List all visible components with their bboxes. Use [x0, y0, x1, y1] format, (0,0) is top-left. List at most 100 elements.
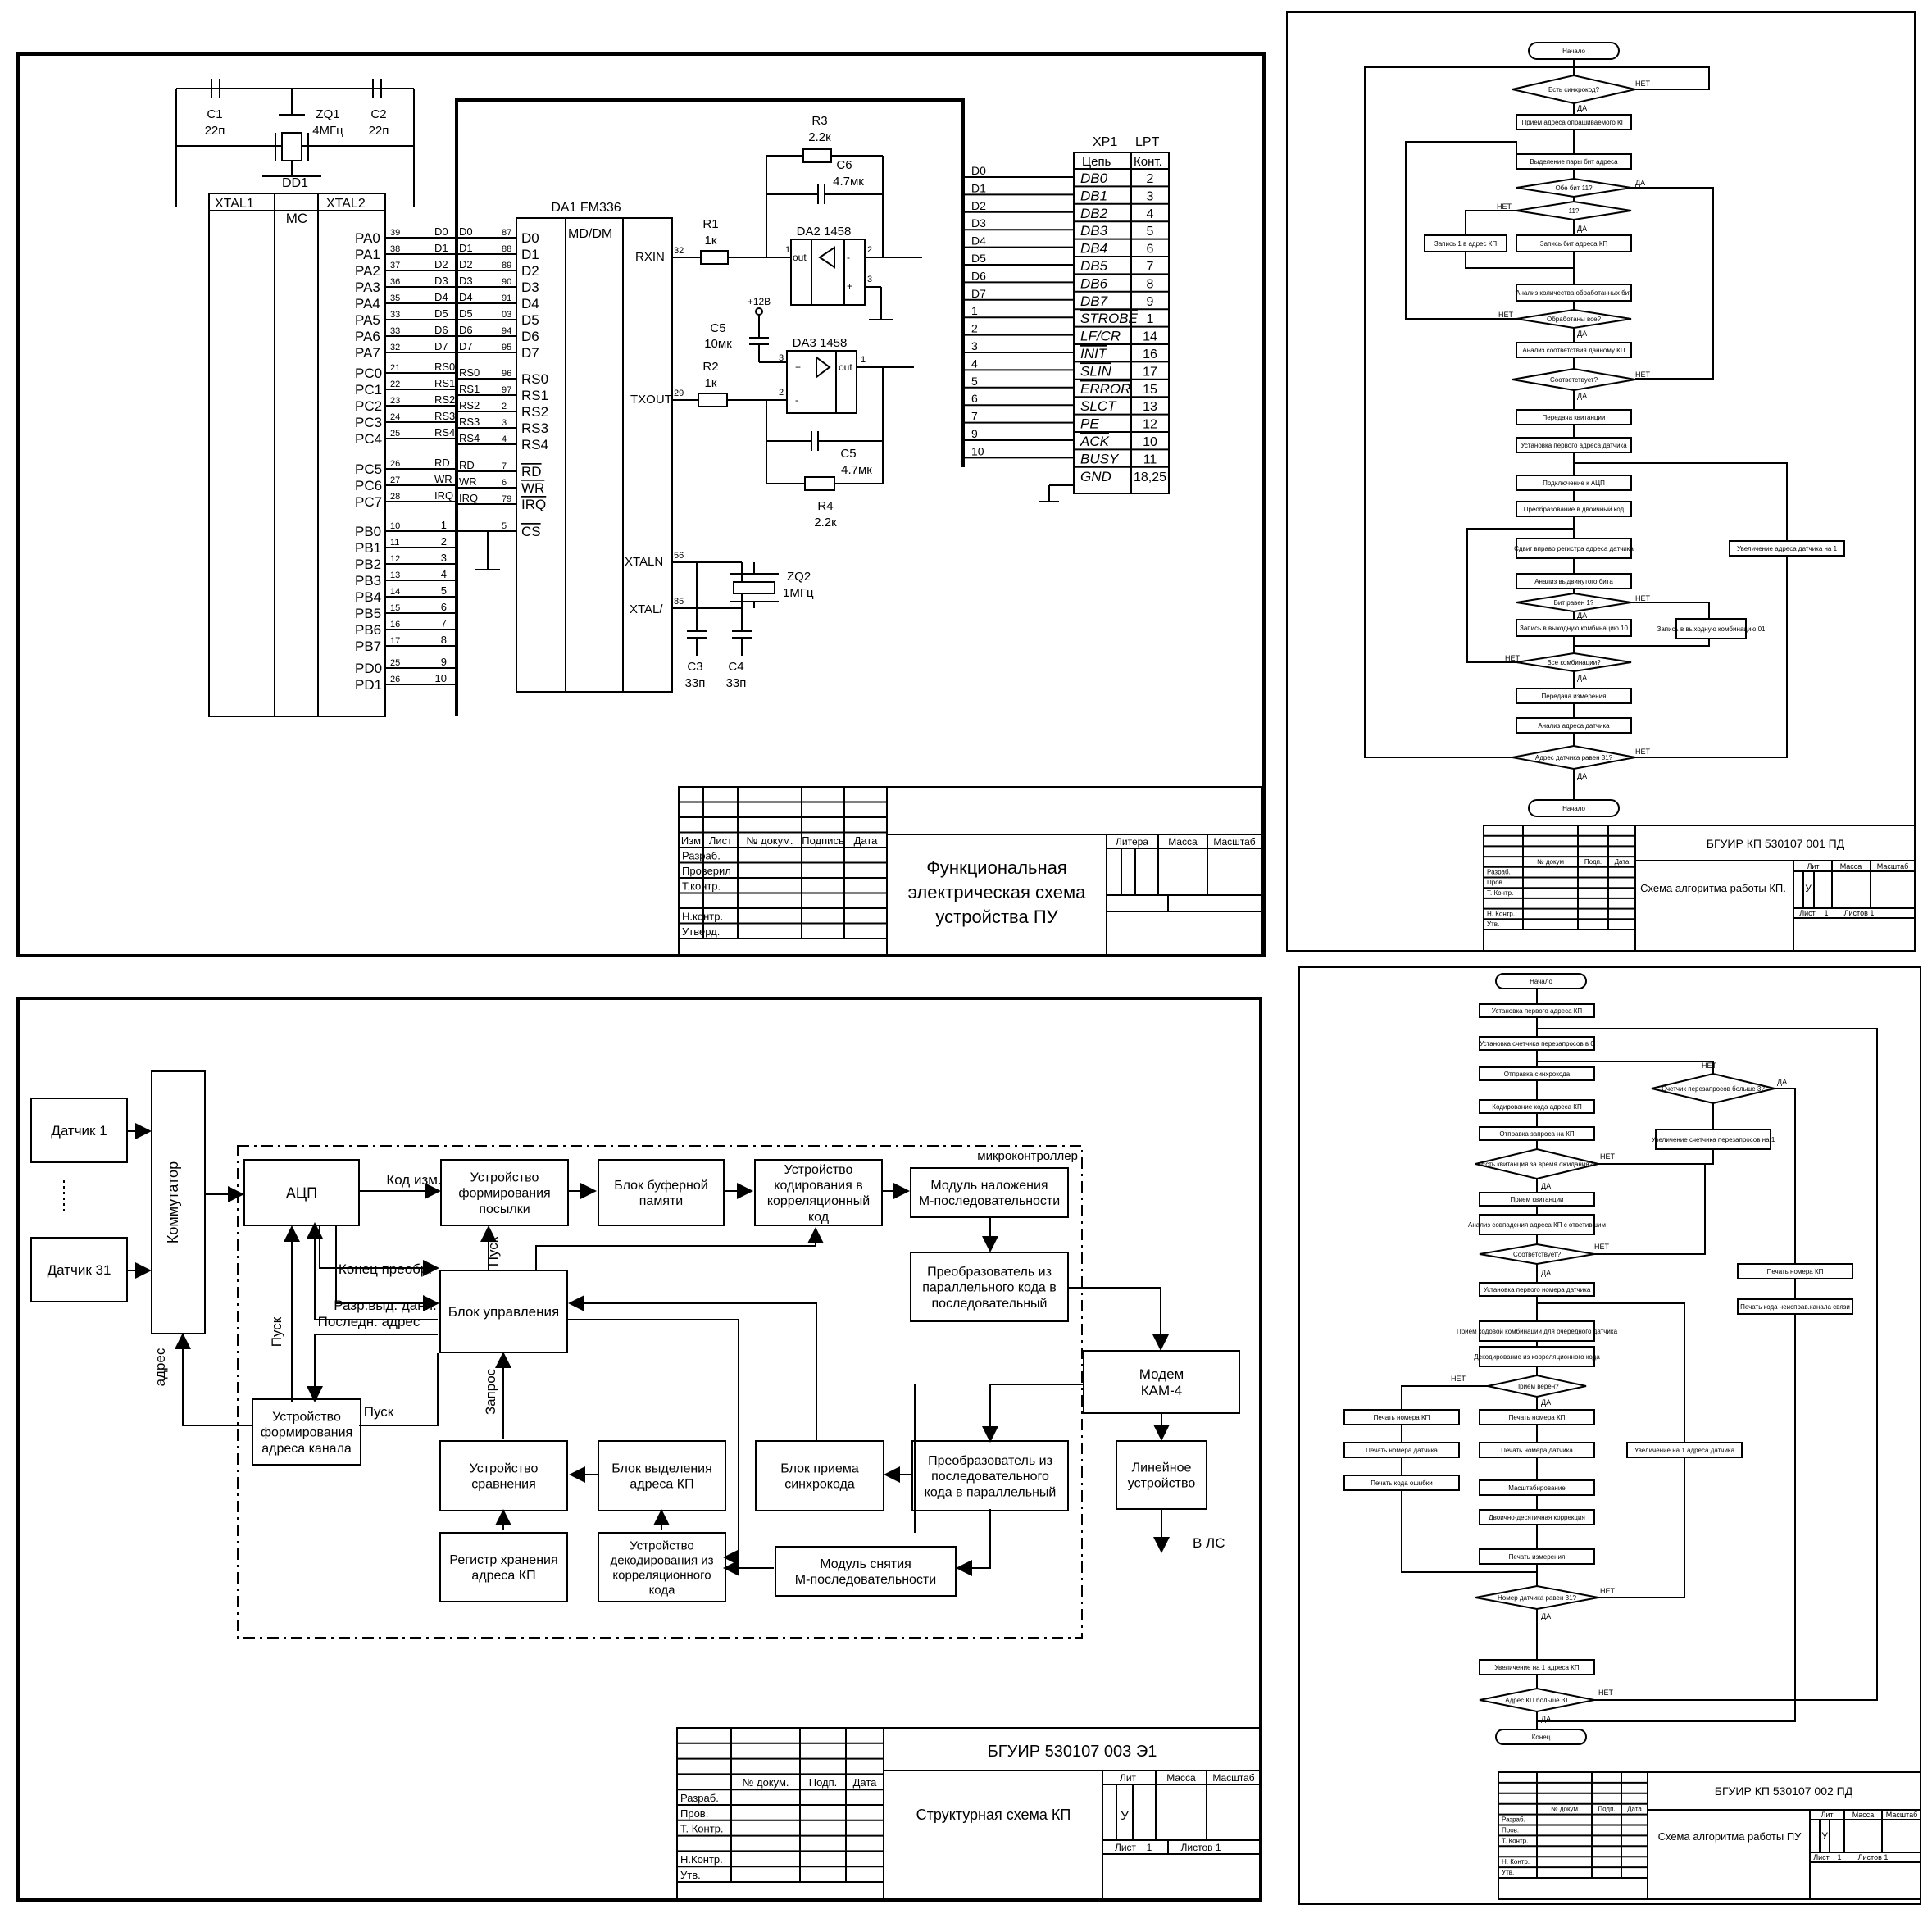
mcu-pin-pb5: PB5 — [355, 606, 381, 621]
flow-text: Номер датчика равен 31? — [1498, 1594, 1576, 1602]
r3-label: R3 — [811, 114, 827, 128]
lpt-net: D6 — [971, 269, 986, 282]
process-shape — [1655, 1129, 1771, 1150]
da2-pin1: 1 — [785, 245, 790, 255]
modem-pin-rs4: RS4 — [521, 437, 548, 452]
sheet1-title-2: электрическая схема — [908, 882, 1086, 902]
pin56: 56 — [674, 551, 684, 561]
decoder-block-text: корреляционного — [612, 1568, 711, 1582]
lpt-signal: GND — [1080, 469, 1111, 484]
modem-pin-net: D4 — [459, 291, 473, 303]
mcu-pin-num: 27 — [390, 475, 400, 485]
mseq-block-box — [910, 1167, 1069, 1218]
line-device-block-box — [1116, 1440, 1207, 1510]
lpt-signal: DB0 — [1080, 170, 1108, 186]
pin32: 32 — [674, 246, 684, 256]
modem-pin-net: D3 — [459, 275, 473, 287]
process-shape — [1516, 573, 1632, 589]
mcu-pin-num: 36 — [390, 277, 400, 287]
r1-label: R1 — [702, 217, 718, 231]
s2p-block-text: последовательного — [931, 1470, 1049, 1484]
da2-label: DA2 1458 — [797, 225, 852, 239]
flow-text: Сдвиг вправо регистра адреса датчика — [1514, 545, 1634, 552]
flow-node-start: Начало — [1495, 973, 1587, 989]
lpt-pin: 6 — [1147, 243, 1154, 257]
modem-pin-num: 96 — [502, 369, 511, 379]
stamp-row-label: Н. Контр. — [1502, 1858, 1530, 1866]
mcu-pin-net: RD — [434, 457, 450, 469]
lpt-net: 6 — [971, 392, 978, 405]
f1-mass: Масса — [1840, 862, 1862, 870]
decision-shape — [1516, 200, 1632, 221]
s2-sheetn: 1 — [1147, 1842, 1152, 1853]
mcu-pin-pa4: PA4 — [355, 296, 380, 311]
flow-text: Анализ адреса датчика — [1538, 722, 1610, 730]
modem-pin-d4: D4 — [521, 296, 539, 311]
flow-text: Запись в выходную комбинацию 01 — [1657, 625, 1766, 633]
mcu-pin-pb7: PB7 — [355, 639, 381, 654]
modem-pin-num: 5 — [502, 521, 507, 531]
da2-pin3: 3 — [867, 275, 872, 284]
modem-pin-net: RS0 — [459, 366, 480, 379]
modem-pin-num: 7 — [502, 461, 507, 471]
decision-shape — [1651, 1072, 1775, 1105]
control-block-text: Блок управления — [448, 1304, 559, 1320]
no-label: НЕТ — [1600, 1587, 1616, 1595]
no-label: НЕТ — [1635, 80, 1651, 88]
mcu-pin-num: 26 — [390, 675, 400, 684]
flow-node-a14: Запись в выходную комбинацию 10 — [1516, 619, 1632, 637]
f2-sheets: Листов 1 — [1858, 1853, 1889, 1861]
flow-text: Прием адреса опрашиваемого КП — [1522, 119, 1626, 126]
req-label: Запрос — [483, 1368, 498, 1415]
stamp-head: № докум. — [746, 834, 793, 847]
mcu-pin-net: RS2 — [434, 393, 455, 406]
mcu-pin-pa7: PA7 — [355, 345, 380, 361]
flow-node-a15: Печать номера датчика — [1343, 1442, 1460, 1458]
f1-title: Схема алгоритма работы КП. — [1640, 882, 1786, 894]
bus-number: 9 — [441, 656, 447, 668]
mcu-pin-pc6: PC6 — [355, 478, 382, 493]
lpt-pin: 4 — [1147, 207, 1154, 221]
r2-label: R2 — [702, 360, 718, 374]
modem-pin-rs1: RS1 — [521, 388, 548, 403]
lpt-net: 3 — [971, 339, 978, 352]
bus-number: 8 — [441, 634, 447, 646]
xtal2-pin: XTAL2 — [326, 197, 366, 211]
flow-line — [1401, 1385, 1488, 1410]
mcu-pin-net: RS1 — [434, 377, 455, 389]
flow-text: Прием квитанции — [1510, 1196, 1563, 1203]
packet-former-block-text: посылки — [479, 1202, 530, 1216]
flow-text: Передача измерения — [1542, 693, 1607, 700]
lpt-pin: 11 — [1143, 452, 1157, 466]
flow-text: Конец — [1532, 1734, 1551, 1741]
vls-label: В ЛС — [1193, 1535, 1225, 1551]
flow-line — [1537, 1314, 1796, 1722]
flow-text: Обе бит 11? — [1555, 184, 1593, 192]
flow-line — [1465, 252, 1574, 269]
f1-sheetn: 1 — [1824, 909, 1828, 917]
title-block-4: БГУИР КП 530107 002 ПД Схема алгоритма р… — [1498, 1771, 1921, 1900]
flow-node-a3: Отправка синхрокода — [1479, 1066, 1595, 1081]
process-shape — [1424, 234, 1507, 252]
process-shape — [1516, 688, 1632, 704]
xtal1-pin: XTAL1 — [215, 197, 254, 211]
stamp-row-label: Пров. — [1502, 1826, 1519, 1834]
lpt-pin: 17 — [1143, 365, 1157, 379]
modem-pin-d5: D5 — [521, 312, 539, 328]
flow-node-q4: Обработаны все? — [1516, 308, 1632, 330]
comparator-block-box — [439, 1440, 568, 1511]
modem-pin-rs3: RS3 — [521, 420, 548, 436]
flow-text: Отправка запроса на КП — [1499, 1130, 1574, 1138]
c3-value: 33п — [685, 676, 706, 690]
start1-label: Пуск — [269, 1316, 284, 1347]
decision-shape — [1512, 367, 1636, 392]
flow-node-a16: Передача измерения — [1516, 688, 1632, 704]
coder-block-text: кодирования в — [774, 1179, 862, 1193]
control-block: Блок управления — [439, 1270, 568, 1353]
